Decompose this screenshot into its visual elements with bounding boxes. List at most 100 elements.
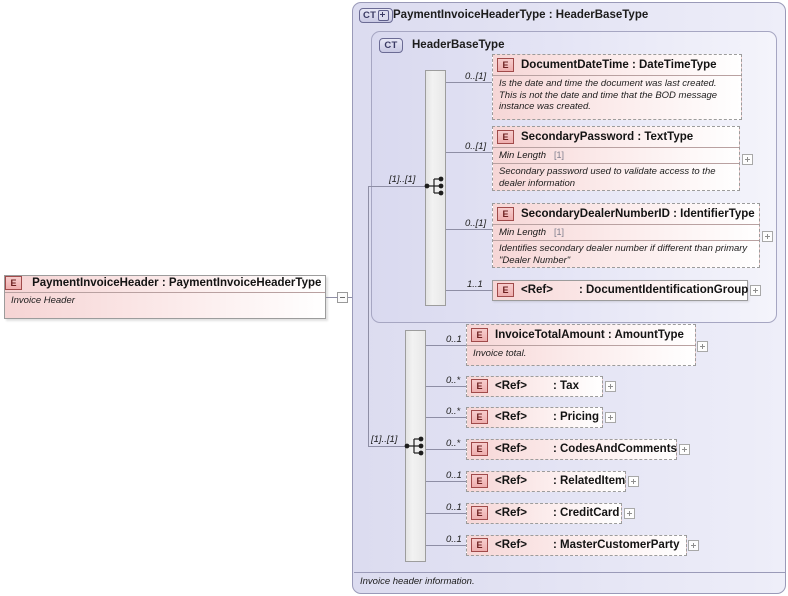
complextype-title-outer: PaymentInvoiceHeaderType : HeaderBaseTyp… [393,9,649,21]
complextype-badge-outer[interactable]: CT [359,8,394,23]
element-header-documentdatetime: E DocumentDateTime : DateTimeType [493,55,741,75]
element-icon: E [471,474,488,488]
branch-base-1 [446,152,492,153]
cardinality-ext-6: 0..1 [446,534,462,545]
element-box-documentdatetime[interactable]: E DocumentDateTime : DateTimeType Is the… [492,54,742,120]
root-collapse-toggle[interactable] [337,292,348,303]
cardinality-ext-2: 0..* [446,406,461,417]
element-title-secondarypassword: SecondaryPassword : TextType [521,131,694,143]
facet-value-secondarypassword: [1] [554,150,565,160]
sequence-icon-base [424,176,444,196]
expand-secondarydealernumberid[interactable] [762,231,773,242]
element-box-invoicetotalamount[interactable]: E InvoiceTotalAmount : AmountType Invoic… [466,324,696,366]
expand-creditcard[interactable] [624,508,635,519]
connector-root-to-toggle [326,297,338,298]
element-type-creditcard: CreditCard [560,507,620,519]
sequence-icon-ext [404,436,424,456]
expand-pricing[interactable] [605,412,616,423]
expand-secondarypassword[interactable] [742,154,753,165]
ct-badge-label: CT [359,8,394,23]
element-header-documentidentificationgroup: E <Ref> : DocumentIdentificationGroup [493,281,749,299]
cardinality-base-sequence: [1]..[1] [389,174,416,185]
element-annotation-documentdatetime: Is the date and time the document was la… [493,75,741,116]
element-header-invoicetotalamount: E InvoiceTotalAmount : AmountType [467,325,695,345]
element-box-tax[interactable]: E <Ref> : Tax [466,376,603,397]
expand-plus-icon[interactable] [378,10,390,21]
sequence-compositor-bar-base[interactable] [425,70,446,306]
expand-relateditem[interactable] [628,476,639,487]
ct-badge-text: CT [363,10,377,21]
element-reftype-creditcard: : CreditCard [552,507,620,519]
element-reftype-documentidentificationgroup: : DocumentIdentificationGroup [578,284,749,296]
element-icon: E [471,379,488,393]
element-icon: E [5,276,22,290]
element-header-relateditem: E <Ref> : RelatedItem [467,472,625,490]
cardinality-ext-5: 0..1 [446,502,462,513]
element-title-documentdatetime: DocumentDateTime : DateTimeType [521,59,717,71]
element-type-codesandcomments: CodesAndComments [560,443,677,455]
element-box-pricing[interactable]: E <Ref> : Pricing [466,407,603,428]
element-type-relateditem: RelatedItem [560,475,626,487]
element-reftype-tax: : Tax [552,380,579,392]
branch-base-2 [446,229,492,230]
element-annotation-secondarydealernumberid: Identifies secondary dealer number if di… [493,240,759,269]
complextype-footer-annotation: Invoice header information. [354,572,786,592]
element-box-creditcard[interactable]: E <Ref> : CreditCard [466,503,622,524]
ct-badge-label-base: CT [379,38,403,53]
connector-into-ext-sequence [368,446,405,447]
element-icon: E [497,130,514,144]
expand-invoicetotalamount[interactable] [697,341,708,352]
expand-documentidentificationgroup[interactable] [750,285,761,296]
element-icon: E [471,442,488,456]
cardinality-base-2: 0..[1] [465,218,487,229]
element-header-secondarypassword: E SecondaryPassword : TextType [493,127,739,147]
element-type-tax: Tax [560,380,579,392]
element-title-secondarydealernumberid: SecondaryDealerNumberID : IdentifierType [521,208,755,220]
element-ref-label-4: <Ref> [495,475,527,487]
facet-row-secondarypassword: Min Length [1] [493,147,739,163]
expand-tax[interactable] [605,381,616,392]
element-box-codesandcomments[interactable]: E <Ref> : CodesAndComments [466,439,677,460]
element-box-secondarydealernumberid[interactable]: E SecondaryDealerNumberID : IdentifierTy… [492,203,760,268]
expand-mastercustomerparty[interactable] [688,540,699,551]
cardinality-ext-4: 0..1 [446,470,462,481]
element-icon: E [471,328,488,342]
branch-ext-6 [426,545,466,546]
element-box-relateditem[interactable]: E <Ref> : RelatedItem [466,471,626,492]
element-title-invoicetotalamount: InvoiceTotalAmount : AmountType [495,329,684,341]
element-type-pricing: Pricing [560,411,599,423]
element-header-pricing: E <Ref> : Pricing [467,408,602,426]
branch-ext-3 [426,449,466,450]
element-box-documentidentificationgroup[interactable]: E <Ref> : DocumentIdentificationGroup [492,280,748,301]
element-reftype-mastercustomerparty: : MasterCustomerParty [552,539,680,551]
branch-base-0 [446,82,492,83]
element-ref-label-3: <Ref> [495,443,527,455]
branch-ext-4 [426,481,466,482]
element-annotation-secondarypassword: Secondary password used to validate acce… [493,163,739,192]
connector-into-base-sequence [368,186,425,187]
element-reftype-codesandcomments: : CodesAndComments [552,443,677,455]
element-icon: E [471,410,488,424]
root-element-annotation: Invoice Header [5,292,325,310]
cardinality-base-1: 0..[1] [465,141,487,152]
root-element-title: PaymentInvoiceHeader : PaymentInvoiceHea… [32,277,322,289]
element-box-mastercustomerparty[interactable]: E <Ref> : MasterCustomerParty [466,535,687,556]
element-annotation-invoicetotalamount: Invoice total. [467,345,695,363]
cardinality-ext-3: 0..* [446,438,461,449]
root-element-box[interactable]: E PaymentInvoiceHeader : PaymentInvoiceH… [4,275,326,319]
facet-row-secondarydealernumberid: Min Length[1] [493,224,759,240]
cardinality-base-3: 1..1 [467,279,483,290]
complextype-badge-base[interactable]: CT [379,38,403,53]
element-icon: E [471,538,488,552]
element-ref-label-6: <Ref> [495,539,527,551]
element-header-tax: E <Ref> : Tax [467,377,602,395]
element-header-mastercustomerparty: E <Ref> : MasterCustomerParty [467,536,686,554]
branch-ext-0 [426,345,466,346]
expand-codesandcomments[interactable] [679,444,690,455]
element-type-documentidentificationgroup: DocumentIdentificationGroup [586,284,749,296]
branch-ext-2 [426,417,466,418]
element-type-mastercustomerparty: MasterCustomerParty [560,539,680,551]
element-box-secondarypassword[interactable]: E SecondaryPassword : TextType Min Lengt… [492,126,740,191]
cardinality-ext-0: 0..1 [446,334,462,345]
facet-label-secondarypassword: Min Length [499,150,547,161]
